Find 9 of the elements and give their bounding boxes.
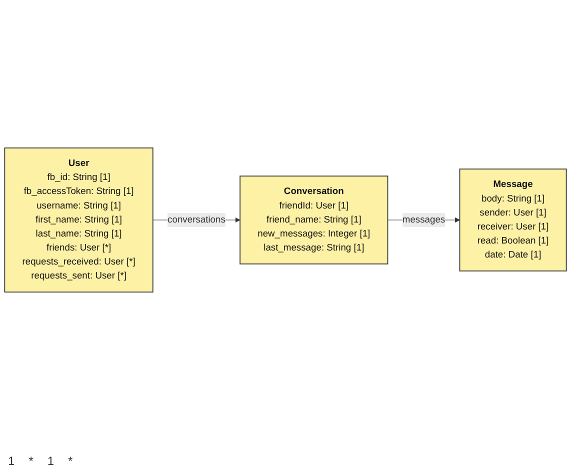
edge-label: messages: [402, 214, 446, 225]
multiplicity-label: 1: [47, 454, 54, 468]
node-box: Conversation friendId: User [1] friend_name: String [1] new_messages: Integer [1] last_message: String [1]: [240, 176, 388, 264]
node-box: User fb_id: String [1] fb_accessToken: String [1] username: String [1] first_name: String [1] last_name: String [1] friends: User [*] requests_received: User [*] requests_sent: User [*]: [4, 148, 154, 292]
node-box: Message body: String [1] sender: User [1] receiver: User [1] read: Boolean [1] date: Date [1]: [459, 168, 567, 272]
edge-label: conversations: [168, 214, 226, 225]
multiplicity-label: 1: [8, 454, 15, 468]
multiplicity-label: *: [68, 454, 73, 468]
multiplicity-label: *: [28, 454, 34, 468]
